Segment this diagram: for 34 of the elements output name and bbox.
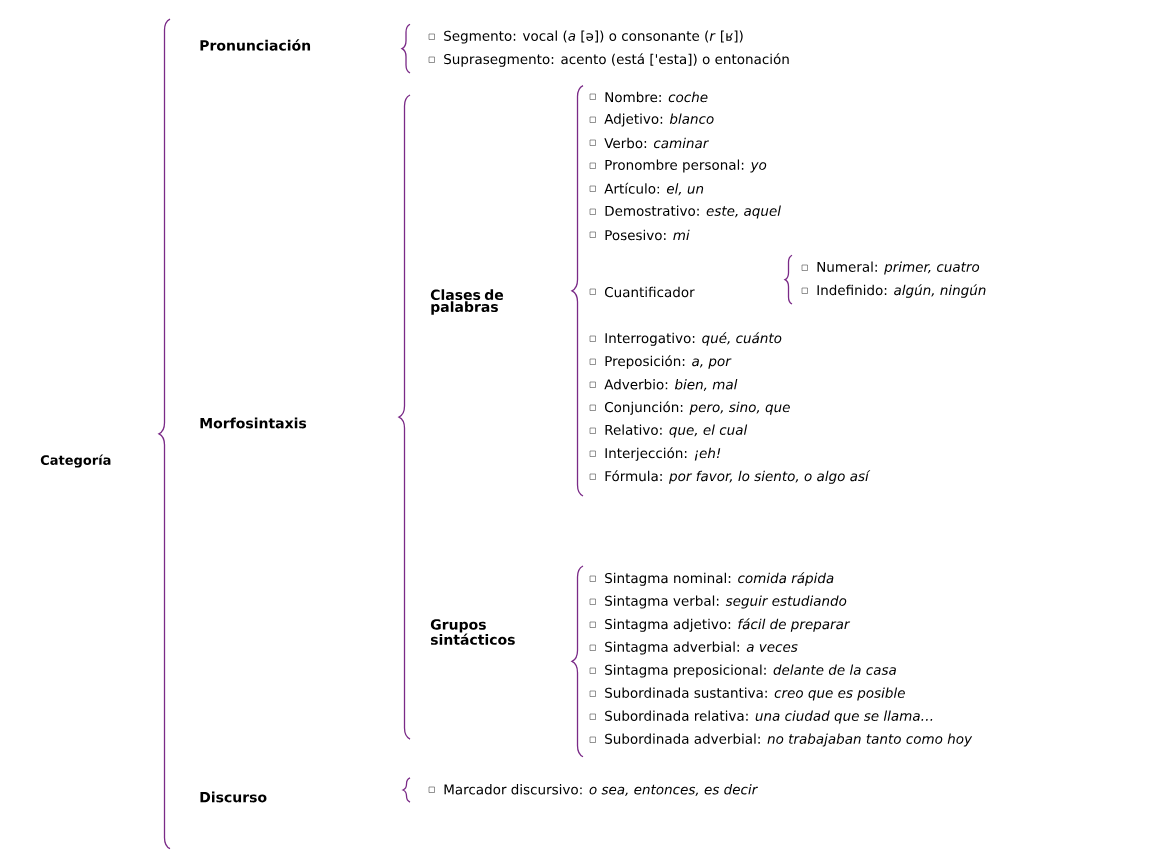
list-item: Interrogativo: qué, cuánto	[605, 332, 782, 346]
list-item: Suprasegmento: acento (está ['esta]) o entonación	[444, 53, 789, 67]
list-item: Interjección: ¡eh!	[605, 447, 721, 461]
list-item: Sintagma preposicional: delante de la casa	[605, 664, 896, 678]
list-item: Segmento: vocal (a [ə]) o consonante (r [ʁ])	[444, 30, 743, 44]
list-item: Fórmula: por favor, lo siento, o algo así	[605, 470, 871, 484]
list-item: Sintagma adjetivo: fácil de preparar	[605, 618, 851, 632]
list-item: Cuantificador	[604, 286, 695, 298]
list-item: Subordinada relativa: una ciudad que se llama…	[605, 710, 933, 724]
list-item: Relativo: que, el cual	[605, 424, 748, 438]
list-item: Sintagma nominal: comida rápida	[605, 572, 834, 586]
list-item: Adverbio: bien, mal	[604, 379, 738, 391]
branch-label: Grupos sintácticos	[430, 619, 515, 645]
list-item: Indefinido: algún, ningún	[817, 284, 986, 298]
branch-label: Morfosintaxis	[200, 417, 307, 429]
list-item: Conjunción: pero, sino, que	[604, 401, 790, 415]
list-item: Subordinada adverbial: no trabajaban tanto como hoy	[605, 733, 973, 747]
branch-label: Discurso	[200, 791, 267, 803]
category-label: Categoría	[40, 454, 111, 468]
list-item: Verbo: caminar	[604, 137, 710, 149]
list-item: Demostrativo: este, aquel	[605, 205, 781, 219]
list-item: Posesivo: mi	[605, 229, 690, 241]
list-item: Marcador discursivo: o sea, entonces, es decir	[444, 784, 758, 796]
list-item: Sintagma verbal: seguir estudiando	[605, 595, 847, 609]
list-item: Artículo: el, un	[604, 182, 704, 196]
branch-label: Clases de palabras	[430, 289, 504, 315]
list-item: Sintagma adverbial: a veces	[605, 641, 798, 655]
list-item: Adjetivo: blanco	[604, 113, 714, 127]
list-item: Nombre: coche	[605, 91, 708, 103]
list-item: Pronombre personal: yo	[605, 159, 767, 173]
list-item: Subordinada sustantiva: creo que es posible	[605, 687, 905, 701]
list-item: Preposición: a, por	[605, 355, 732, 369]
list-item: Numeral: primer, cuatro	[817, 261, 980, 275]
branch-label: Pronunciación	[200, 39, 311, 51]
